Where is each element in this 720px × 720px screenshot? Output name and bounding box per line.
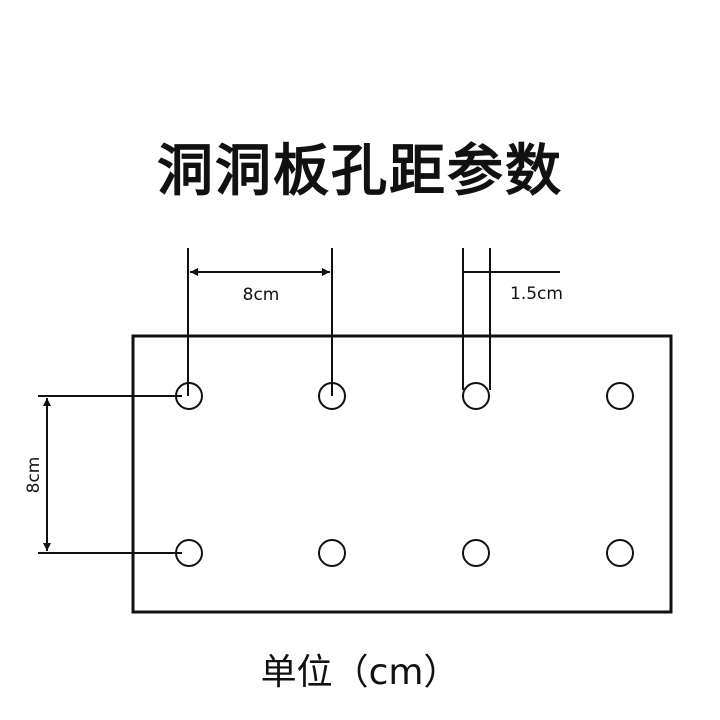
diagram-title: 洞洞板孔距参数 — [157, 139, 563, 204]
pegboard-outline — [131, 334, 673, 614]
unit-label: 单位（cm） — [260, 652, 460, 693]
hole — [462, 382, 490, 410]
hole — [462, 539, 490, 567]
horizontal-spacing-label: 8cm — [243, 285, 280, 305]
hole — [318, 539, 346, 567]
vertical-spacing-dimension — [38, 395, 182, 554]
hole — [606, 382, 634, 410]
horizontal-spacing-dimension — [187, 248, 333, 396]
holes — [175, 382, 634, 567]
hole-diameter-dimension — [462, 248, 560, 390]
vertical-spacing-label: 8cm — [24, 457, 44, 494]
hole-diameter-label: 1.5cm — [510, 284, 563, 304]
hole — [606, 539, 634, 567]
